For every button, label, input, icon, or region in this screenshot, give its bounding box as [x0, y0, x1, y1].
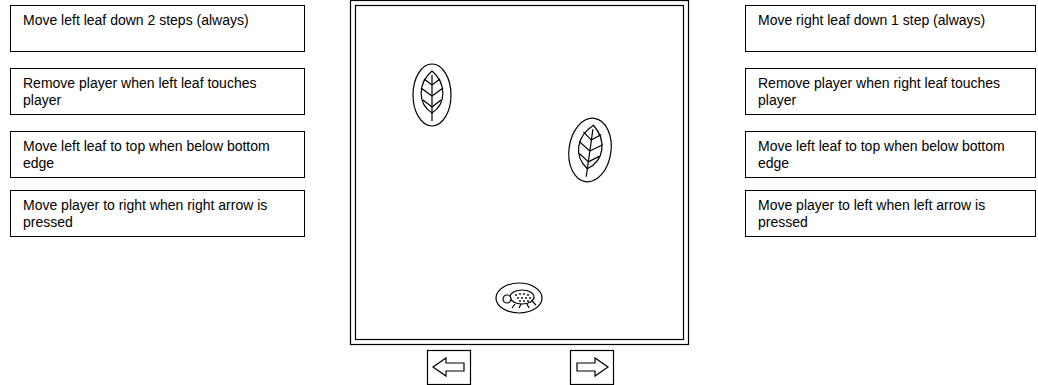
screen-inner-border: [356, 6, 684, 340]
left-arrow-symbol: [433, 358, 464, 376]
rule-box: Move left leaf down 2 steps (always): [10, 5, 305, 52]
rule-box: Move left leaf to top when below bottom …: [10, 131, 305, 178]
right-button: [571, 351, 614, 385]
rule-box: Move player to left when left arrow is p…: [745, 190, 1036, 237]
rule-box: Remove player when left leaf touches pla…: [10, 68, 305, 115]
rule-box: Move right leaf down 1 step (always): [745, 5, 1036, 52]
screen-outer-border: [351, 1, 689, 345]
rule-text: Remove player when right leaf touches pl…: [758, 75, 1025, 109]
rule-box: Move left leaf to top when below bottom …: [745, 131, 1036, 178]
rule-text: Remove player when left leaf touches pla…: [23, 75, 294, 109]
rule-text: Move right leaf down 1 step (always): [758, 12, 1025, 29]
rule-text: Move left leaf to top when below bottom …: [758, 138, 1025, 172]
right-arrow-symbol: [577, 358, 608, 376]
rule-box: Move player to right when right arrow is…: [10, 190, 305, 237]
rule-text: Move left leaf down 2 steps (always): [23, 12, 294, 29]
right-leaf: [565, 115, 615, 184]
rule-text: Move player to left when left arrow is p…: [758, 197, 1025, 231]
left-leaf: [413, 64, 451, 126]
rule-box: Remove player when right leaf touches pl…: [745, 68, 1036, 115]
left-button: [428, 351, 471, 385]
rule-text: Move left leaf to top when below bottom …: [23, 138, 294, 172]
rule-text: Move player to right when right arrow is…: [23, 197, 294, 231]
player-bug: [496, 283, 542, 313]
